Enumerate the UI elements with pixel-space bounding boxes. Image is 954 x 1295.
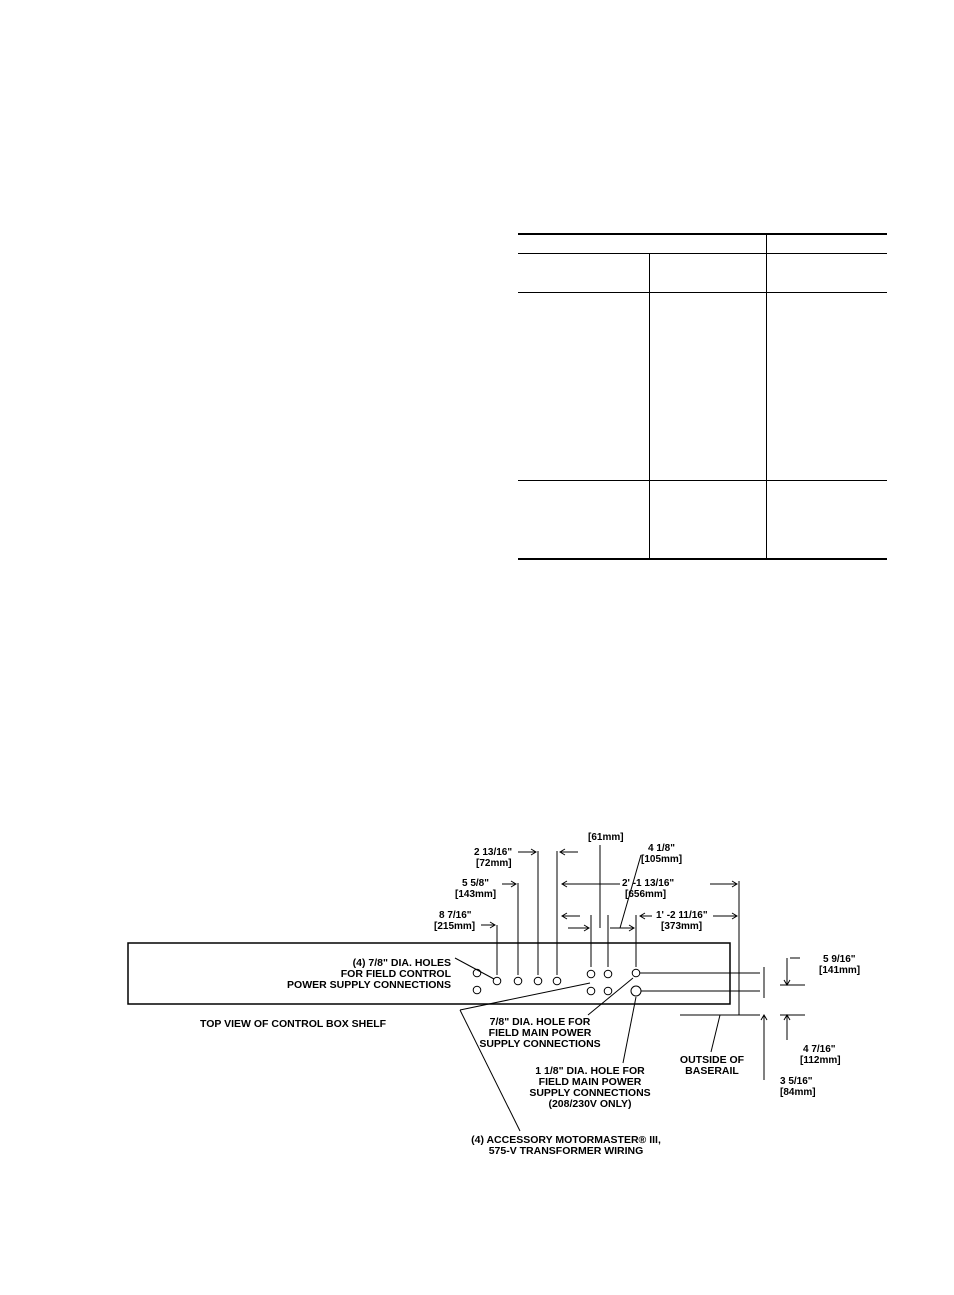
hole [513, 976, 523, 986]
dim-label: [656mm] [625, 889, 666, 900]
dim-label: [72mm] [476, 858, 512, 869]
table-rule-row [518, 480, 887, 481]
table-col-divider-1 [649, 253, 650, 559]
hole [472, 968, 482, 978]
callout-leaders [454, 957, 721, 1132]
dim-label: [373mm] [661, 921, 702, 932]
top-view-caption: TOP VIEW OF CONTROL BOX SHELF [200, 1018, 387, 1030]
large-hole-callout: SUPPLY CONNECTIONS [529, 1087, 650, 1099]
dim-label: [215mm] [434, 921, 475, 932]
main-hole-callout: SUPPLY CONNECTIONS [479, 1038, 600, 1050]
table-rule-subheader [518, 292, 887, 293]
holes-callout: POWER SUPPLY CONNECTIONS [287, 979, 451, 991]
dim-label: 5 9/16" [823, 954, 856, 965]
hole [631, 968, 641, 978]
hole [603, 969, 613, 979]
holes-callout: (4) 7/8" DIA. HOLES [353, 957, 451, 969]
main-hole-callout: 7/8" DIA. HOLE FOR [490, 1016, 591, 1028]
baserail-callout: OUTSIDE OF [680, 1054, 745, 1066]
hole [533, 976, 543, 986]
hole-large [630, 985, 642, 997]
accessory-callout: (4) ACCESSORY MOTORMASTER® III, [471, 1134, 661, 1146]
dim-label: [105mm] [641, 854, 682, 865]
dim-label: [61mm] [588, 832, 624, 843]
accessory-callout: 575-V TRANSFORMER WIRING [489, 1145, 644, 1157]
hole-group [472, 968, 642, 997]
dim-label: [84mm] [780, 1087, 816, 1098]
extension-lines [496, 851, 760, 1016]
dim-label: 1' -2 11/16" [656, 910, 708, 921]
table-col-divider-2 [766, 233, 767, 559]
hole [586, 986, 596, 996]
hole [586, 969, 596, 979]
dim-label: 2' -1 13/16" [622, 878, 674, 889]
main-hole-callout: FIELD MAIN POWER [489, 1027, 592, 1039]
table-rule-bottom [518, 558, 887, 560]
dim-label: 8 7/16" [439, 910, 472, 921]
hole [492, 976, 502, 986]
dim-label: 4 7/16" [803, 1044, 836, 1055]
empty-table-grid [518, 233, 887, 560]
dimension-labels: 2 13/16" [72mm] [61mm] 4 1/8" [105mm] 5 … [434, 832, 860, 1098]
baserail-callout: BASERAIL [685, 1065, 739, 1077]
holes-callout: FOR FIELD CONTROL [341, 968, 452, 980]
hole [603, 986, 613, 996]
large-hole-callout: 1 1/8" DIA. HOLE FOR [535, 1065, 645, 1077]
dim-label: 5 5/8" [462, 878, 489, 889]
large-hole-callout: (208/230V ONLY) [548, 1098, 631, 1110]
dim-label: [143mm] [455, 889, 496, 900]
vertical-dimensions [760, 957, 805, 1080]
callout-labels: (4) 7/8" DIA. HOLES FOR FIELD CONTROL PO… [200, 957, 745, 1157]
dimension-arrows [481, 845, 738, 932]
dim-label: [112mm] [800, 1055, 841, 1066]
dim-label: 4 1/8" [648, 843, 675, 854]
table-rule-top [518, 233, 887, 235]
dim-label: [141mm] [819, 965, 860, 976]
table-rule-header [518, 253, 887, 254]
hole [472, 985, 482, 995]
dim-label: 2 13/16" [474, 847, 512, 858]
large-hole-callout: FIELD MAIN POWER [539, 1076, 642, 1088]
dim-label: 3 5/16" [780, 1076, 813, 1087]
hole [552, 976, 562, 986]
